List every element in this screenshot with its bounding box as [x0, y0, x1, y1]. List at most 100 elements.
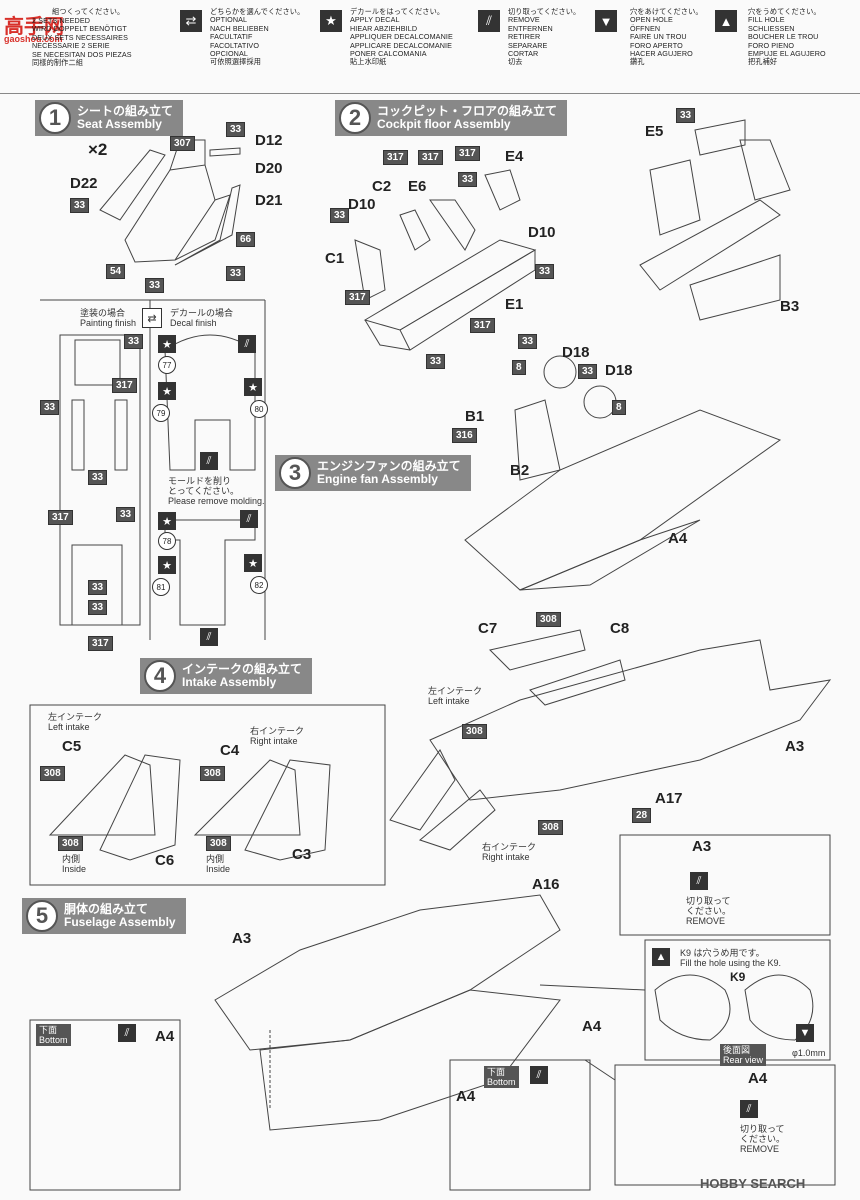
decal-number-79: 79	[152, 404, 170, 422]
color-tag-308: 308	[58, 836, 83, 851]
color-tag-317: 317	[455, 146, 480, 161]
color-tag-316: 316	[452, 428, 477, 443]
decal-star-icon: ★	[158, 382, 176, 400]
label-A4-step3: A4	[668, 530, 688, 547]
bottom-label-2: 下面 Bottom	[484, 1066, 519, 1088]
color-tag-33: 33	[578, 364, 598, 379]
label-D10a: D10	[348, 196, 376, 213]
bottom-label-1: 下面 Bottom	[36, 1024, 71, 1046]
watermark-hobby-search: HOBBY SEARCH	[700, 1176, 806, 1191]
color-tag-317: 317	[383, 150, 408, 165]
label-A3-step5: A3	[232, 930, 252, 947]
k9-note: K9 は穴うめ用です。 Fill the hole using the K9.	[680, 948, 782, 968]
color-tag-33: 33	[676, 108, 696, 123]
color-tag-33: 33	[226, 122, 246, 137]
label-C1: C1	[325, 250, 345, 267]
label-D21: D21	[255, 192, 283, 209]
label-D22: D22	[70, 175, 98, 192]
label-A3-detail: A3	[692, 838, 712, 855]
color-tag-33: 33	[88, 600, 108, 615]
step-4-en: Intake Assembly	[182, 675, 277, 689]
decal-finish-label: デカールの場合 Decal finish	[170, 308, 234, 328]
optional-icon: ⇄	[180, 10, 202, 32]
step-1-jp: シートの組み立て	[77, 104, 174, 118]
label-C5: C5	[62, 738, 82, 755]
color-tag-308: 308	[462, 724, 487, 739]
label-E4: E4	[505, 148, 524, 165]
step-5-en: Fuselage Assembly	[64, 915, 176, 929]
legend-fill: 穴をうめてください。 FILL HOLE SCHLIESSEN BOUCHER …	[748, 7, 826, 67]
step-3-en: Engine fan Assembly	[317, 472, 438, 486]
remove-molding-note: モールドを削り とってください。 Please remove molding.	[168, 476, 265, 506]
legend-sets-jp: 組つくってください。	[52, 7, 125, 16]
remove-icon: ⫽	[240, 510, 258, 528]
remove-icon: ⫽	[200, 628, 218, 646]
remove-icon: ⫽	[118, 1024, 136, 1042]
remove-icon: ⫽	[690, 872, 708, 890]
color-tag-317: 317	[418, 150, 443, 165]
step-2-en: Cockpit floor Assembly	[377, 117, 511, 131]
decal-star-icon: ★	[158, 512, 176, 530]
step-1-en: Seat Assembly	[77, 117, 162, 131]
label-C8: C8	[610, 620, 630, 637]
color-tag-33: 33	[124, 334, 144, 349]
label-C7: C7	[478, 620, 498, 637]
remove-icon: ⫽	[740, 1100, 758, 1118]
legend-sets: 2 SETS NEEDED WIRD DOPPELT BENÖTIGT DEUX…	[32, 16, 132, 68]
rear-view-label: 後面図 Rear view	[720, 1044, 767, 1066]
label-C6: C6	[155, 852, 175, 869]
painting-finish-label: 塗装の場合 Painting finish	[80, 308, 137, 328]
color-tag-33: 33	[88, 580, 108, 595]
remove-icon: ⫽	[530, 1066, 548, 1084]
color-tag-33: 33	[226, 266, 246, 281]
watermark-logo-sub: gaoshou.com	[4, 34, 63, 44]
color-tag-33: 33	[426, 354, 446, 369]
label-C3: C3	[292, 846, 312, 863]
color-tag-33: 33	[458, 172, 478, 187]
color-tag-317: 317	[470, 318, 495, 333]
color-tag-33: 33	[88, 470, 108, 485]
label-E1: E1	[505, 296, 524, 313]
color-tag-308: 308	[206, 836, 231, 851]
legend-divider	[0, 93, 860, 94]
step-2-number: 2	[339, 102, 371, 134]
color-tag-33: 33	[116, 507, 136, 522]
decal-number-80: 80	[250, 400, 268, 418]
inside-label-1: 内側 Inside	[62, 854, 87, 874]
legend-row: 高手网 gaoshou.com 組つくってください。 2 SETS NEEDED…	[0, 0, 860, 92]
decal-star-icon: ★	[158, 335, 176, 353]
legend-decal: デカールをはってください。 APPLY DECAL HIEAR ABZIEHBI…	[350, 7, 453, 67]
optional-arrow-icon: ⇄	[142, 308, 162, 328]
decal-number-78: 78	[158, 532, 176, 550]
legend-remove: 切り取ってください。 REMOVE ENTFERNEN RETIRER SEPA…	[508, 7, 581, 67]
color-tag-308: 308	[536, 612, 561, 627]
legend-open: 穴をあけてください。 OPEN HOLE ÖFFNEN FAIRE UN TRO…	[630, 7, 703, 67]
step-2-jp: コックピット・フロアの組み立て	[377, 104, 558, 118]
label-B1: B1	[465, 408, 485, 425]
legend-optional: どちらかを選んでください。 OPTIONAL NACH BELIEBEN FAC…	[210, 7, 305, 67]
label-D18a: D18	[562, 344, 590, 361]
color-tag-308: 308	[200, 766, 225, 781]
step-4-number: 4	[144, 660, 176, 692]
color-tag-54: 54	[106, 264, 126, 279]
color-tag-33: 33	[518, 334, 538, 349]
inside-label-2: 内側 Inside	[206, 854, 231, 874]
drill-diameter: φ1.0mm	[792, 1048, 826, 1058]
step-3-jp: エンジンファンの組み立て	[317, 459, 461, 473]
color-tag-33: 33	[330, 208, 350, 223]
decal-number-77: 77	[158, 356, 176, 374]
label-D10b: D10	[528, 224, 556, 241]
color-tag-317: 317	[48, 510, 73, 525]
label-E6: E6	[408, 178, 427, 195]
fill-hole-icon: ▲	[715, 10, 737, 32]
label-C2: C2	[372, 178, 392, 195]
label-B2: B2	[510, 462, 530, 479]
color-tag-33: 33	[145, 278, 165, 293]
color-tag-308: 308	[538, 820, 563, 835]
decal-star-icon: ★	[244, 378, 262, 396]
decal-star-icon: ★	[244, 554, 262, 572]
